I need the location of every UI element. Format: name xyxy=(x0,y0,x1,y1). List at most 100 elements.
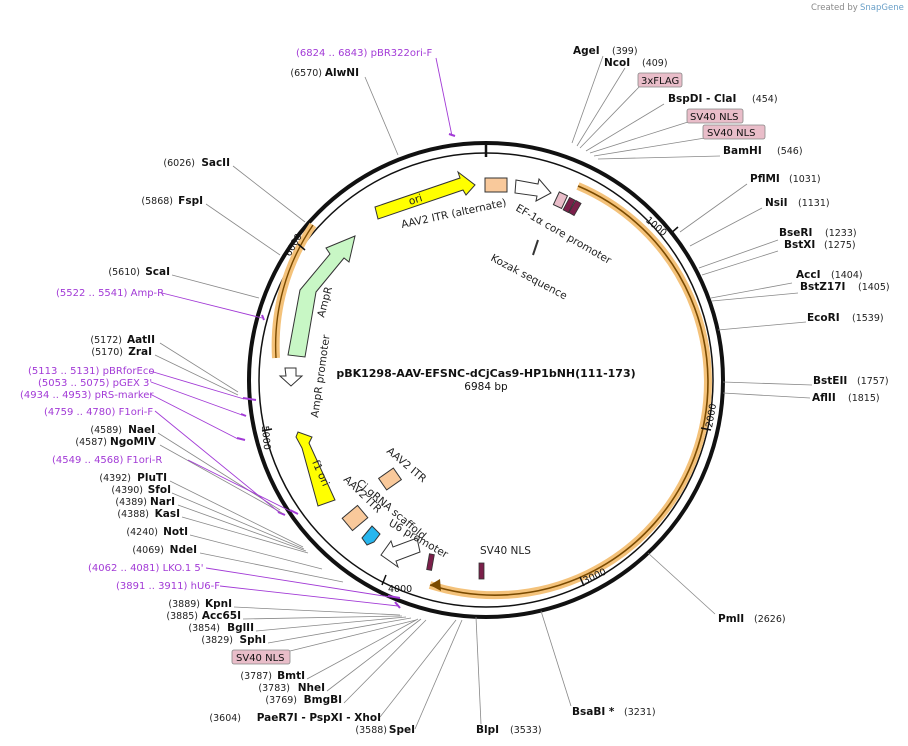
kozak-mark xyxy=(532,239,539,256)
site-pos: (4587) xyxy=(75,437,107,448)
flag-box xyxy=(552,191,569,210)
credit-brand: SnapGene xyxy=(860,3,904,13)
site-pos: (1031) xyxy=(789,174,821,185)
svg-text:(4589): (4589) xyxy=(90,425,122,436)
site-pos: (3604) xyxy=(209,713,241,724)
svg-text:NheI: NheI xyxy=(298,682,325,694)
plasmid-name: pBK1298-AAV-EFSNC-dCjCas9-HP1bNH(111-173… xyxy=(336,367,635,380)
sv40-nls-box-a xyxy=(426,553,435,571)
site-label: PaeR7I - PspXI - XhoI xyxy=(257,712,381,724)
svg-text:SfoI: SfoI xyxy=(148,484,171,496)
svg-text:BglII: BglII xyxy=(227,622,254,634)
ef1a-label: EF-1α core promoter xyxy=(514,202,614,267)
primer-name: pGEX 3' xyxy=(113,378,153,389)
site-label: SphI xyxy=(240,634,266,646)
site-label: AflII xyxy=(812,392,836,404)
site-label: AlwNI xyxy=(325,67,359,79)
svg-text:KasI: KasI xyxy=(155,508,180,520)
site-label: NarI xyxy=(150,496,175,508)
svg-text:(5172): (5172) xyxy=(90,335,122,346)
site-pos: (3787) xyxy=(240,671,272,682)
site-label: PflMI xyxy=(750,173,780,185)
svg-text:PaeR7I - PspXI - XhoI: PaeR7I - PspXI - XhoI xyxy=(257,712,381,724)
primer-range: (5113 .. 5131) xyxy=(28,366,100,377)
plasmid-length: 6984 bp xyxy=(464,381,508,393)
svg-text:(1275): (1275) xyxy=(824,240,856,251)
svg-text:(3783): (3783) xyxy=(258,683,290,694)
site-pos: (5172) xyxy=(90,335,122,346)
svg-text:(6570): (6570) xyxy=(290,68,322,79)
site-pos: (3889) xyxy=(168,599,200,610)
ampr-arc-line xyxy=(274,224,314,359)
primer-labels: (6824 .. 6843) pBR322ori-F (5522 .. 5541… xyxy=(20,48,432,592)
svg-text:BmgBI: BmgBI xyxy=(304,694,342,706)
svg-text:SV40 NLS: SV40 NLS xyxy=(707,128,756,139)
ori-label: ori xyxy=(407,192,424,208)
primer-range: (5053 .. 5075) xyxy=(38,378,110,389)
box-sv40-1 xyxy=(686,108,744,124)
svg-text:(1539): (1539) xyxy=(852,313,884,324)
svg-text:NgoMIV: NgoMIV xyxy=(110,436,157,448)
aav2-itr-box-2 xyxy=(341,504,369,532)
svg-text:AlwNI: AlwNI xyxy=(325,67,359,79)
svg-text:(3231): (3231) xyxy=(624,707,656,718)
svg-text:(409): (409) xyxy=(642,58,668,69)
svg-text:(3829): (3829) xyxy=(201,635,233,646)
site-label: BlpI xyxy=(476,724,499,736)
site-label: NcoI xyxy=(604,57,630,69)
ampr-label: AmpR xyxy=(315,285,335,318)
box-label: SV40 NLS xyxy=(690,112,739,123)
primer-mark-pgex xyxy=(240,413,247,417)
svg-text:(3588): (3588) xyxy=(355,725,387,736)
site-label: AatII xyxy=(127,334,155,346)
svg-text:Acc65I: Acc65I xyxy=(202,610,241,622)
primer-mark-pbrforeco xyxy=(242,397,257,401)
site-pos: (4069) xyxy=(132,545,164,556)
leader-lines-left xyxy=(154,76,463,730)
svg-text:AgeI: AgeI xyxy=(573,45,600,57)
svg-text:(4759 .. 4780) F1ori-F: (4759 .. 4780) F1ori-F xyxy=(44,407,153,418)
site-label: Acc65I xyxy=(202,610,241,622)
leader-lines-right xyxy=(475,55,813,725)
svg-text:(4549 .. 4568) F1ori-R: (4549 .. 4568) F1ori-R xyxy=(52,455,162,466)
site-pos: (3885) xyxy=(166,611,198,622)
primer-mark-lko xyxy=(387,595,401,599)
svg-text:NdeI: NdeI xyxy=(170,544,197,556)
site-label: KpnI xyxy=(205,598,232,610)
svg-text:SphI: SphI xyxy=(240,634,266,646)
svg-text:PmlI: PmlI xyxy=(718,613,744,625)
sites-right: AgeI (399) NcoI (409) 3xFLAG BspDI - Cla… xyxy=(476,45,890,736)
site-pos: (4589) xyxy=(90,425,122,436)
svg-text:(1404): (1404) xyxy=(831,270,863,281)
site-label: ScaI xyxy=(145,266,170,278)
cas9-arc-line xyxy=(429,185,709,596)
svg-text:(3889): (3889) xyxy=(168,599,200,610)
sv40-nls-box-b xyxy=(478,562,485,580)
site-pos: (1275) xyxy=(824,240,856,251)
site-pos: (5170) xyxy=(91,347,123,358)
svg-text:EcoRI: EcoRI xyxy=(807,312,840,324)
svg-text:(1815): (1815) xyxy=(848,393,880,404)
primer-range: (5522 .. 5541) xyxy=(56,288,128,299)
box-sv40-left xyxy=(231,649,291,665)
site-pos: (3829) xyxy=(201,635,233,646)
site-label: NheI xyxy=(298,682,325,694)
svg-text:BmtI: BmtI xyxy=(277,670,305,682)
primer-range: (6824 .. 6843) xyxy=(296,48,368,59)
site-pos: (4390) xyxy=(111,485,143,496)
box-sv40-2 xyxy=(702,124,766,140)
svg-text:(5053 .. 5075) pGEX 3': (5053 .. 5075) pGEX 3' xyxy=(38,378,152,389)
primer-name: pRS-marker xyxy=(95,390,155,401)
site-label: NgoMIV xyxy=(110,436,157,448)
primer-marks xyxy=(236,133,456,609)
svg-text:(4062 .. 4081) LKO.1 5': (4062 .. 4081) LKO.1 5' xyxy=(88,563,204,574)
site-label: NotI xyxy=(163,526,188,538)
primer-mark-prs xyxy=(236,437,246,441)
site-label: EcoRI xyxy=(807,312,840,324)
svg-text:(1757): (1757) xyxy=(857,376,889,387)
site-label: SpeI xyxy=(389,724,415,736)
svg-text:SpeI: SpeI xyxy=(389,724,415,736)
aav2-itr-alt-box xyxy=(484,177,508,193)
svg-text:(6026): (6026) xyxy=(163,158,195,169)
svg-text:(5522 .. 5541) Amp-R: (5522 .. 5541) Amp-R xyxy=(56,288,164,299)
